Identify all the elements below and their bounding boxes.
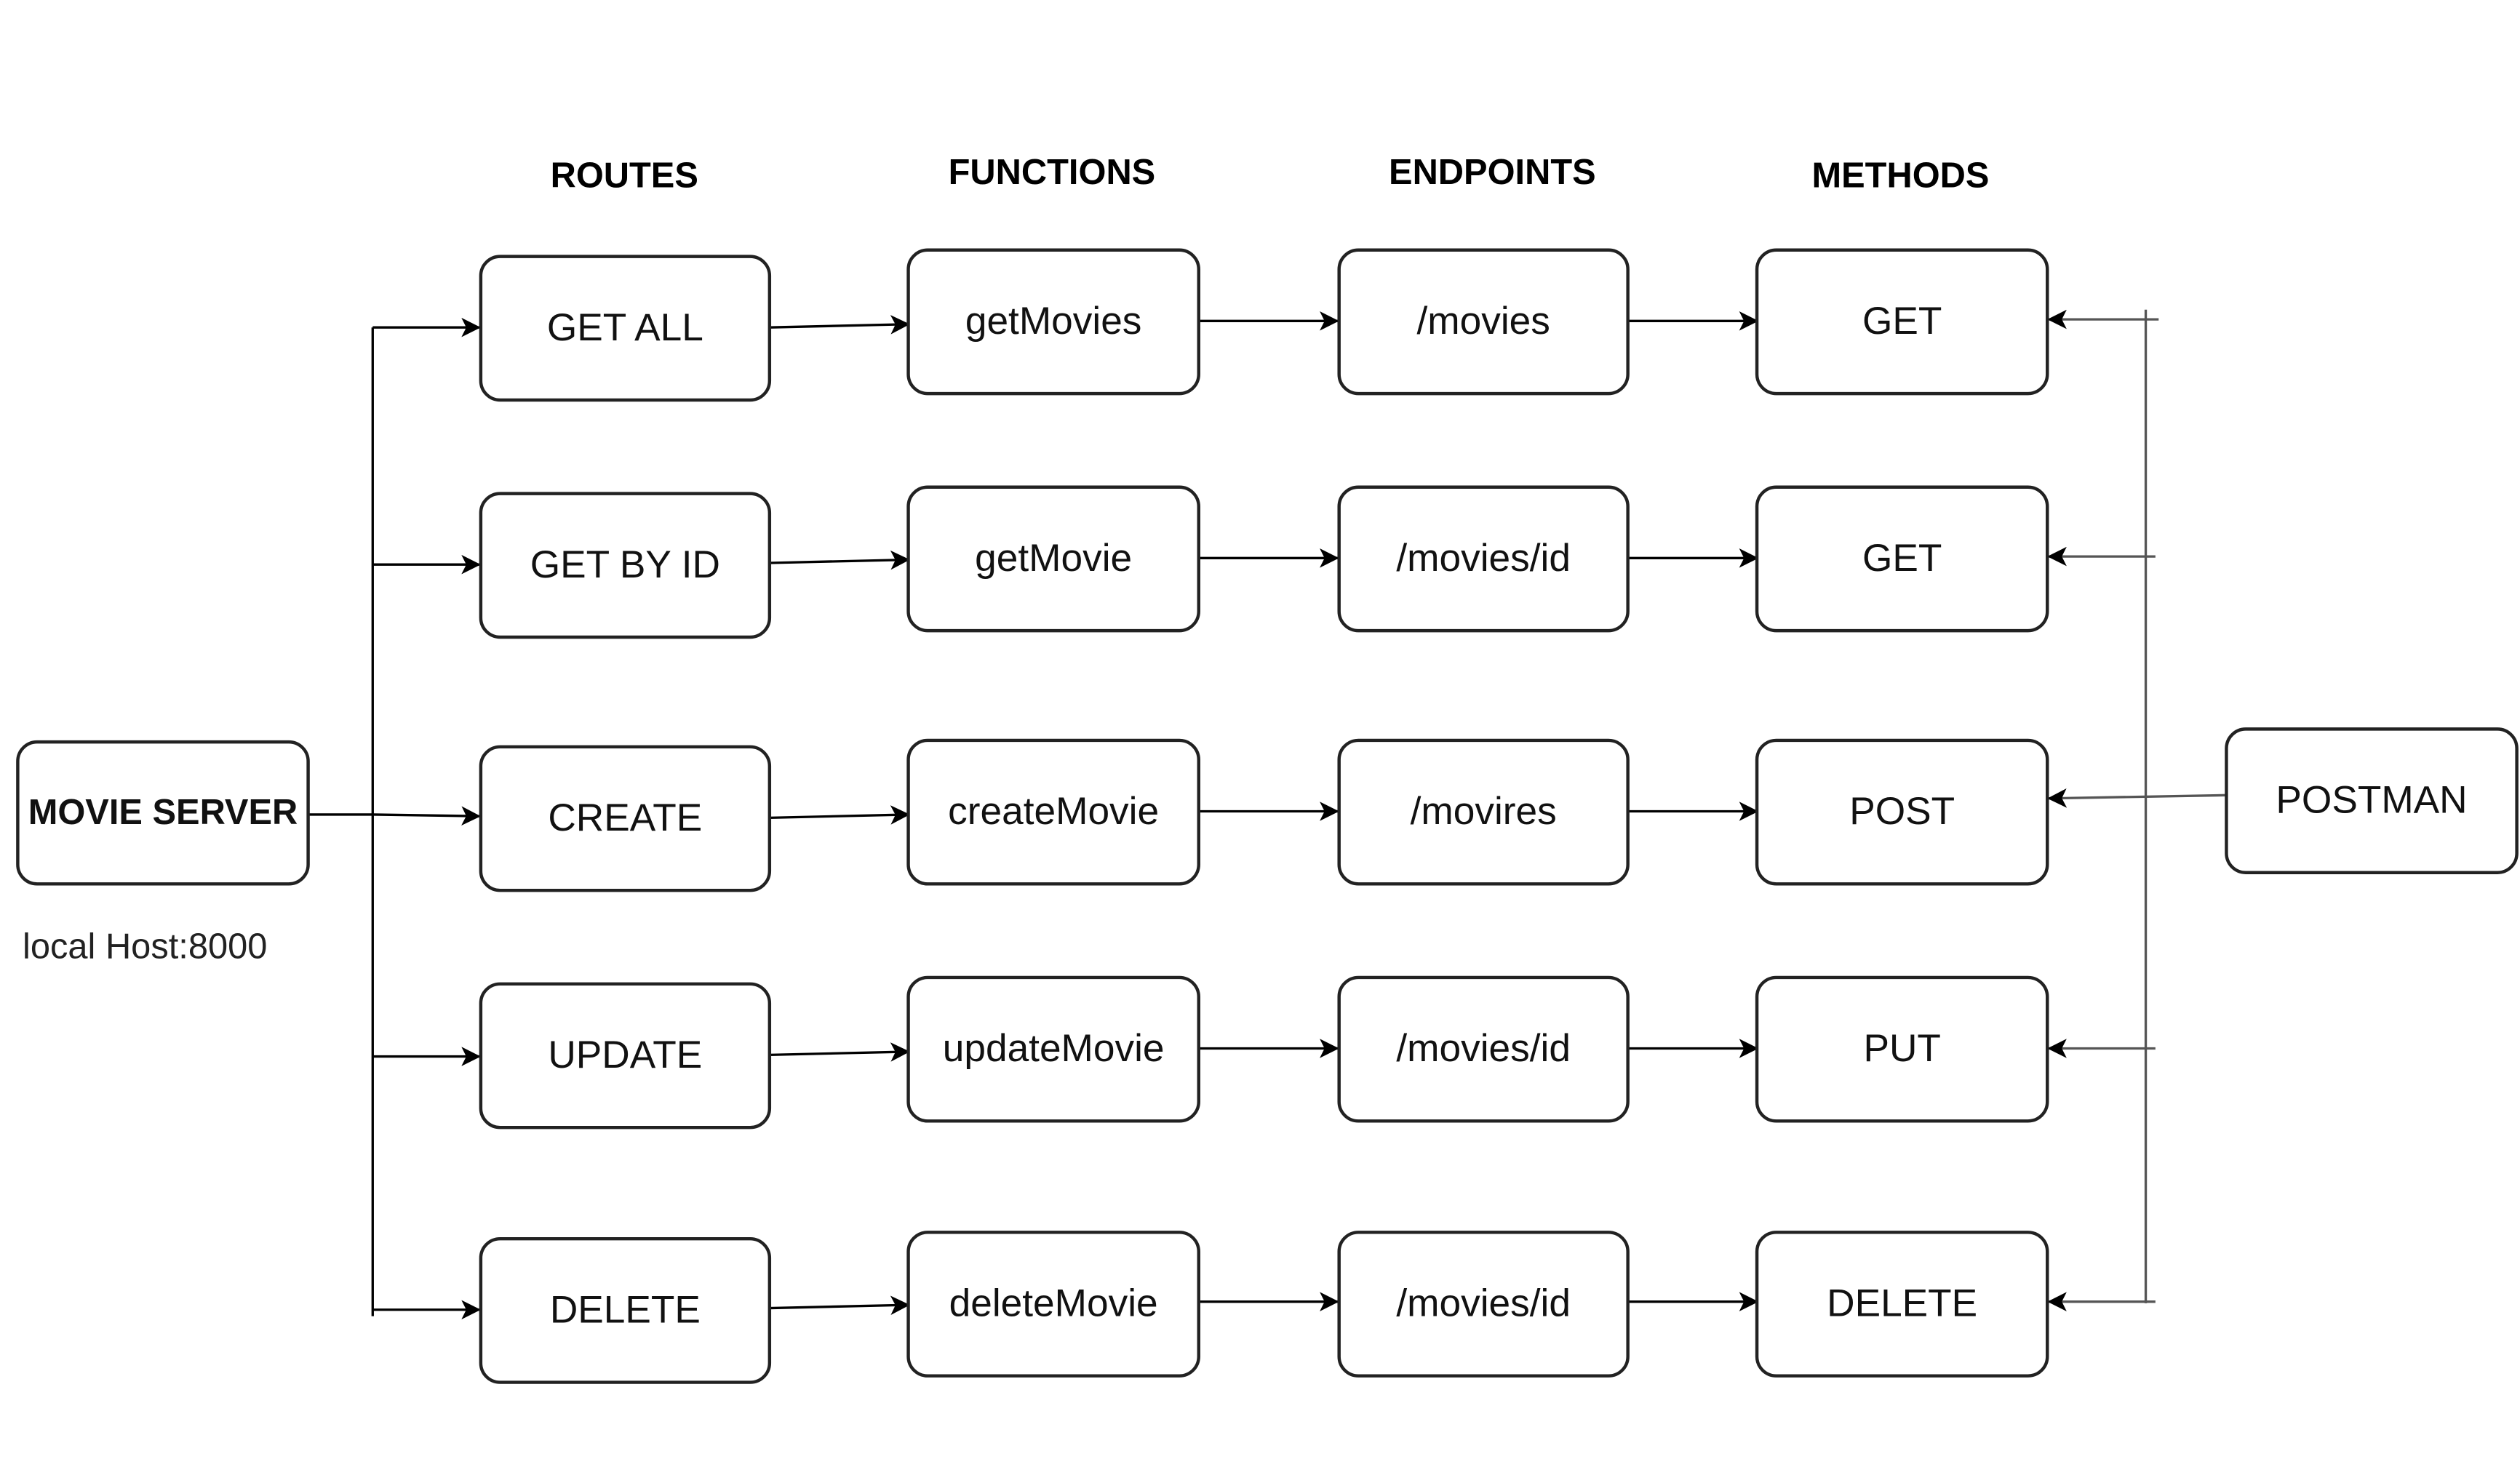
route-label: UPDATE <box>548 1033 703 1077</box>
header-endpoints: ENDPOINTS <box>1389 151 1596 192</box>
postman-label: POSTMAN <box>2276 778 2468 822</box>
method-node-delete: DELETE <box>1755 1231 2049 1378</box>
endpoint-label: /movies <box>1416 299 1550 343</box>
route-node-get-all: GET ALL <box>479 255 772 402</box>
endpoint-label: /movires <box>1410 789 1557 834</box>
function-label: deleteMovie <box>949 1281 1158 1325</box>
route-to-function-arrow <box>769 550 910 570</box>
endpoint-node-movies-id: /movies/id <box>1337 975 1630 1123</box>
method-node-get: GET <box>1755 248 2049 396</box>
endpoint-label: /movies/id <box>1396 1026 1571 1071</box>
header-functions: FUNCTIONS <box>948 151 1156 192</box>
function-label: getMovie <box>975 536 1133 580</box>
endpoint-node-movies-id: /movies/id <box>1337 1231 1630 1378</box>
route-to-function-arrow <box>769 315 910 335</box>
header-methods: METHODS <box>1811 154 1990 196</box>
route-label: DELETE <box>549 1287 701 1332</box>
postman-to-method-post-arrow <box>2047 788 2227 808</box>
postman-node: POSTMAN <box>2225 727 2519 874</box>
function-node-get-movies: getMovies <box>906 248 1200 396</box>
function-node-get-movie: getMovie <box>906 485 1200 633</box>
endpoint-label: /movies/id <box>1396 1281 1571 1325</box>
route-to-function-arrow <box>769 1295 910 1315</box>
header-routes: ROUTES <box>550 154 698 196</box>
route-to-function-arrow <box>769 1042 910 1062</box>
method-label: PUT <box>1863 1026 1941 1071</box>
method-label: DELETE <box>1827 1281 1978 1325</box>
route-to-function-arrow <box>769 805 910 825</box>
endpoint-node-movies-id: /movies/id <box>1337 485 1630 633</box>
server-host-caption: local Host:8000 <box>23 925 268 967</box>
route-node-delete: DELETE <box>479 1236 772 1384</box>
method-label: GET <box>1862 536 1942 580</box>
route-node-create: CREATE <box>479 745 772 892</box>
method-label: POST <box>1849 789 1955 834</box>
method-node-post: POST <box>1755 738 2049 886</box>
function-label: getMovies <box>965 299 1142 343</box>
route-node-get-by-id: GET BY ID <box>479 492 772 639</box>
endpoint-node-movies: /movies <box>1337 248 1630 396</box>
function-label: updateMovie <box>942 1026 1165 1071</box>
function-node-update-movie: updateMovie <box>906 975 1200 1123</box>
movie-server-label: MOVIE SERVER <box>28 791 298 833</box>
endpoint-node-movires: /movires <box>1337 738 1630 886</box>
route-label: GET BY ID <box>530 543 720 587</box>
function-node-create-movie: createMovie <box>906 738 1200 886</box>
method-node-get: GET <box>1755 485 2049 633</box>
endpoint-label: /movies/id <box>1396 536 1571 580</box>
method-label: GET <box>1862 299 1942 343</box>
route-node-update: UPDATE <box>479 982 772 1130</box>
function-node-delete-movie: deleteMovie <box>906 1231 1200 1378</box>
route-label: CREATE <box>548 796 703 840</box>
movie-server-node: MOVIE SERVER <box>16 740 310 886</box>
bus-to-route-create-arrow <box>372 806 481 826</box>
function-label: createMovie <box>948 789 1160 834</box>
method-node-put: PUT <box>1755 975 2049 1123</box>
route-label: GET ALL <box>546 305 703 350</box>
